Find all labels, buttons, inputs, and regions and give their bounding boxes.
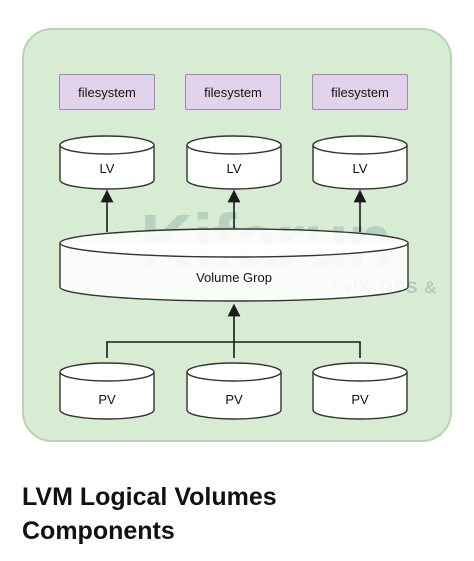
volume-group-label: Volume Grop — [196, 270, 272, 285]
filesystem-box-2: filesystem — [185, 74, 281, 110]
pv-cylinder-1 — [59, 362, 155, 420]
pv-label-1: PV — [98, 392, 116, 407]
filesystem-box-3: filesystem — [312, 74, 408, 110]
volume-group-cylinder — [59, 228, 409, 302]
lv-label-2: LV — [226, 161, 242, 176]
caption-line-2: Components — [22, 517, 175, 545]
pv-cylinder-2 — [186, 362, 282, 420]
caption-line-1: LVM Logical Volumes — [22, 483, 277, 511]
lv-cylinder-2 — [186, 135, 282, 190]
filesystem-box-1: filesystem — [59, 74, 155, 110]
lv-label-3: LV — [352, 161, 368, 176]
lv-label-1: LV — [99, 161, 115, 176]
lv-cylinder-3 — [312, 135, 408, 190]
pv-label-3: PV — [351, 392, 369, 407]
pv-label-2: PV — [225, 392, 243, 407]
caption[interactable]: LVM Logical Volumes Components — [22, 480, 442, 548]
lv-cylinder-1 — [59, 135, 155, 190]
pv-cylinder-3 — [312, 362, 408, 420]
